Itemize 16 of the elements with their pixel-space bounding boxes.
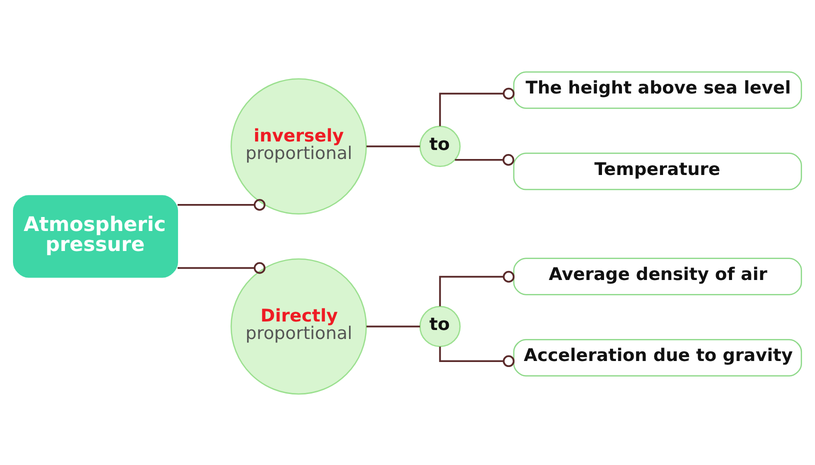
- connector: [454, 153, 514, 166]
- node-box: The height above sea level: [513, 70, 802, 108]
- connector: [366, 325, 420, 327]
- connector: [178, 198, 266, 210]
- node-circle: to: [419, 125, 461, 167]
- node-box: Average density of air: [513, 257, 802, 295]
- connector: [178, 262, 266, 274]
- connector: [439, 87, 515, 126]
- node-box: Temperature: [513, 152, 802, 190]
- node-box: Atmospheric pressure: [12, 194, 178, 278]
- node-circle: to: [419, 305, 461, 347]
- connector: [439, 270, 515, 306]
- node-circle: inversely proportional: [230, 78, 367, 214]
- node-box: Acceleration due to gravity: [513, 338, 802, 376]
- connector: [366, 145, 420, 147]
- node-circle: Directly proportional: [230, 258, 367, 394]
